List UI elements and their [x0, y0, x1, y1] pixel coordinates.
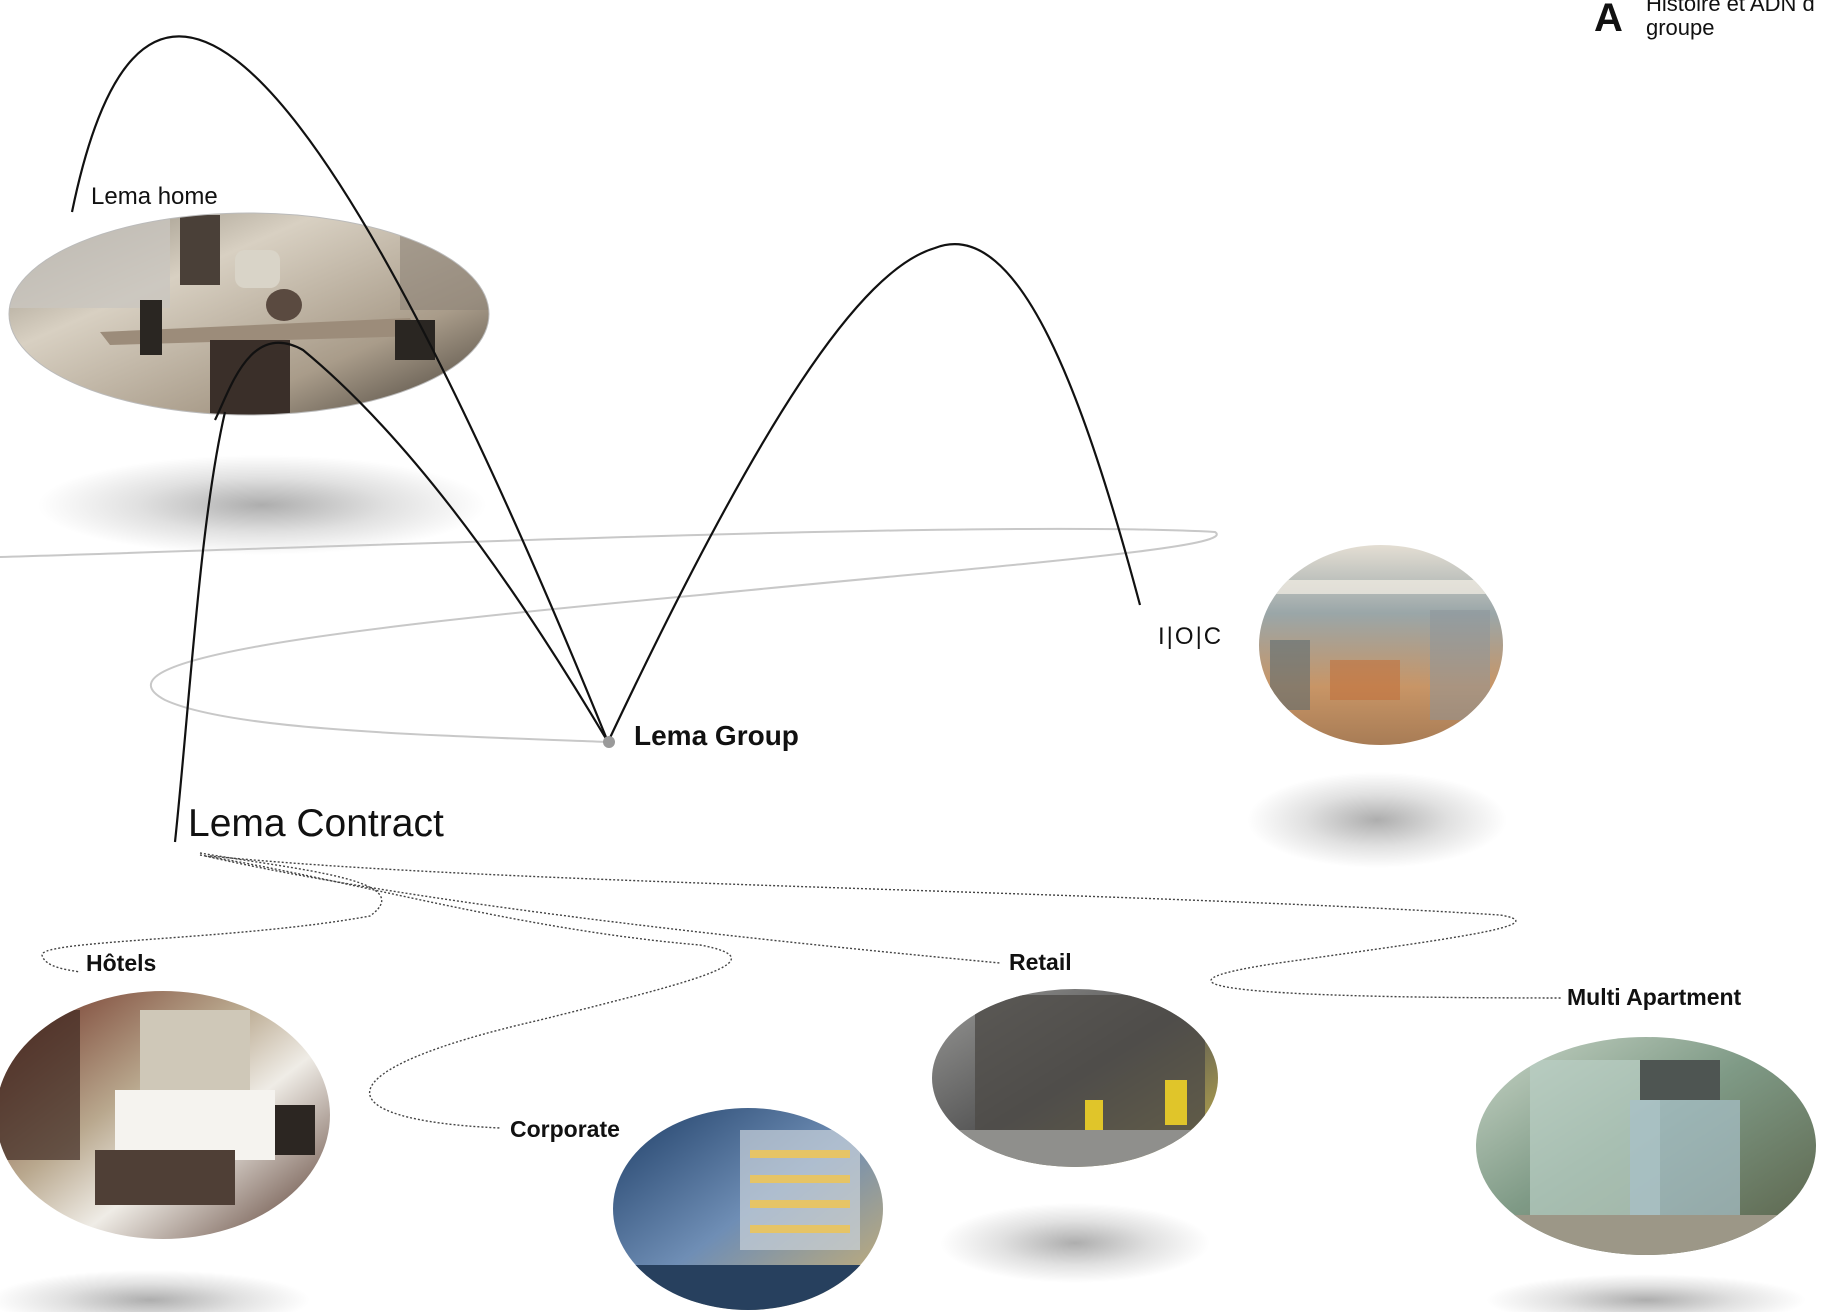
- multi-apartment-image: [1476, 1037, 1816, 1255]
- branch-retail: [204, 855, 1001, 964]
- section-title-line1: Histoire et ADN d: [1646, 0, 1815, 16]
- shadow-multi: [1486, 1274, 1806, 1312]
- section-title-line2: groupe: [1646, 15, 1715, 40]
- connector-lema-home: [70, 35, 610, 743]
- branch-corporate: [199, 854, 733, 1129]
- timeline-path: [0, 527, 1218, 743]
- hotels-image: [0, 991, 330, 1239]
- label-corporate: Corporate: [510, 1116, 620, 1142]
- ioc-image: [1259, 545, 1503, 745]
- retail-image: [932, 989, 1218, 1167]
- label-retail: Retail: [1009, 949, 1072, 975]
- label-ioc: I|O|C: [1158, 623, 1224, 650]
- shadow-hotels: [0, 1270, 310, 1312]
- shadow-lema-home: [37, 455, 487, 555]
- lema-group-node: [603, 736, 615, 748]
- lema-home-image: [9, 213, 489, 415]
- label-multi-apartment: Multi Apartment: [1567, 984, 1742, 1010]
- label-lema-group: Lema Group: [634, 720, 799, 751]
- section-title: Histoire et ADN d groupe: [1646, 0, 1815, 40]
- contract-branches: [41, 852, 1563, 1129]
- section-letter: A: [1594, 0, 1623, 40]
- shadow-retail: [940, 1203, 1210, 1283]
- label-hotels: Hôtels: [86, 950, 157, 976]
- label-lema-home: Lema home: [91, 183, 218, 210]
- shadow-ioc: [1247, 772, 1507, 868]
- label-lema-contract: Lema Contract: [188, 802, 444, 845]
- connector-lema-home-to-group: [214, 341, 609, 743]
- branch-hotels: [41, 852, 383, 973]
- connector-ioc: [607, 243, 1142, 743]
- connector-lema-contract: [173, 411, 227, 843]
- branch-multi-apartment: [209, 855, 1563, 999]
- corporate-image: [613, 1108, 883, 1310]
